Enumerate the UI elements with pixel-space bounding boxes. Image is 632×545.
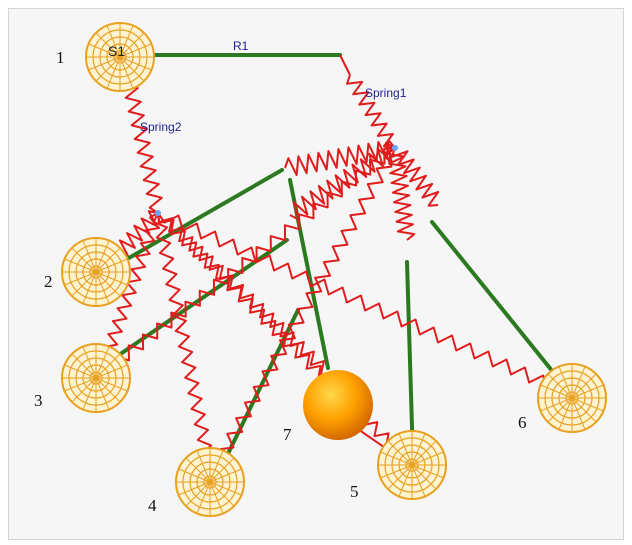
disc-1[interactable] — [85, 22, 155, 92]
disc-6[interactable] — [537, 363, 607, 433]
discs-group — [61, 22, 607, 517]
spring-r-d4 — [214, 147, 396, 469]
node-number-4: 4 — [148, 496, 157, 515]
junction-point-right — [392, 145, 398, 151]
disc-3[interactable] — [61, 343, 131, 413]
label-s1: S1 — [108, 43, 125, 59]
label-spring2: Spring2 — [140, 120, 182, 134]
node-number-2: 2 — [44, 272, 53, 291]
label-r1: R1 — [233, 39, 249, 53]
spring-r-d3 — [103, 147, 396, 373]
spring-1 — [346, 74, 394, 149]
disc-4[interactable] — [175, 447, 245, 517]
junction-point-left — [155, 210, 161, 216]
disc-5[interactable] — [377, 430, 447, 500]
spring-r-d6top — [390, 147, 440, 207]
node-number-7: 7 — [283, 425, 292, 444]
spring-r1-down — [339, 54, 351, 76]
spring-l-d4 — [152, 212, 216, 471]
rod-2-to-mid — [106, 168, 284, 272]
node-number-6: 6 — [518, 413, 527, 432]
sphere-body-7[interactable] — [303, 370, 373, 440]
node-number-1: 1 — [56, 48, 65, 67]
rod-5-top — [405, 260, 415, 462]
rod-6-top — [430, 220, 572, 395]
spring-r-d5top — [386, 147, 416, 241]
node-number-3: 3 — [34, 391, 43, 410]
label-spring1: Spring1 — [365, 86, 407, 100]
disc-2[interactable] — [61, 237, 131, 307]
spring-l-d6 — [157, 212, 569, 394]
node-number-5: 5 — [350, 482, 359, 501]
spring-r-mid1 — [284, 139, 396, 176]
